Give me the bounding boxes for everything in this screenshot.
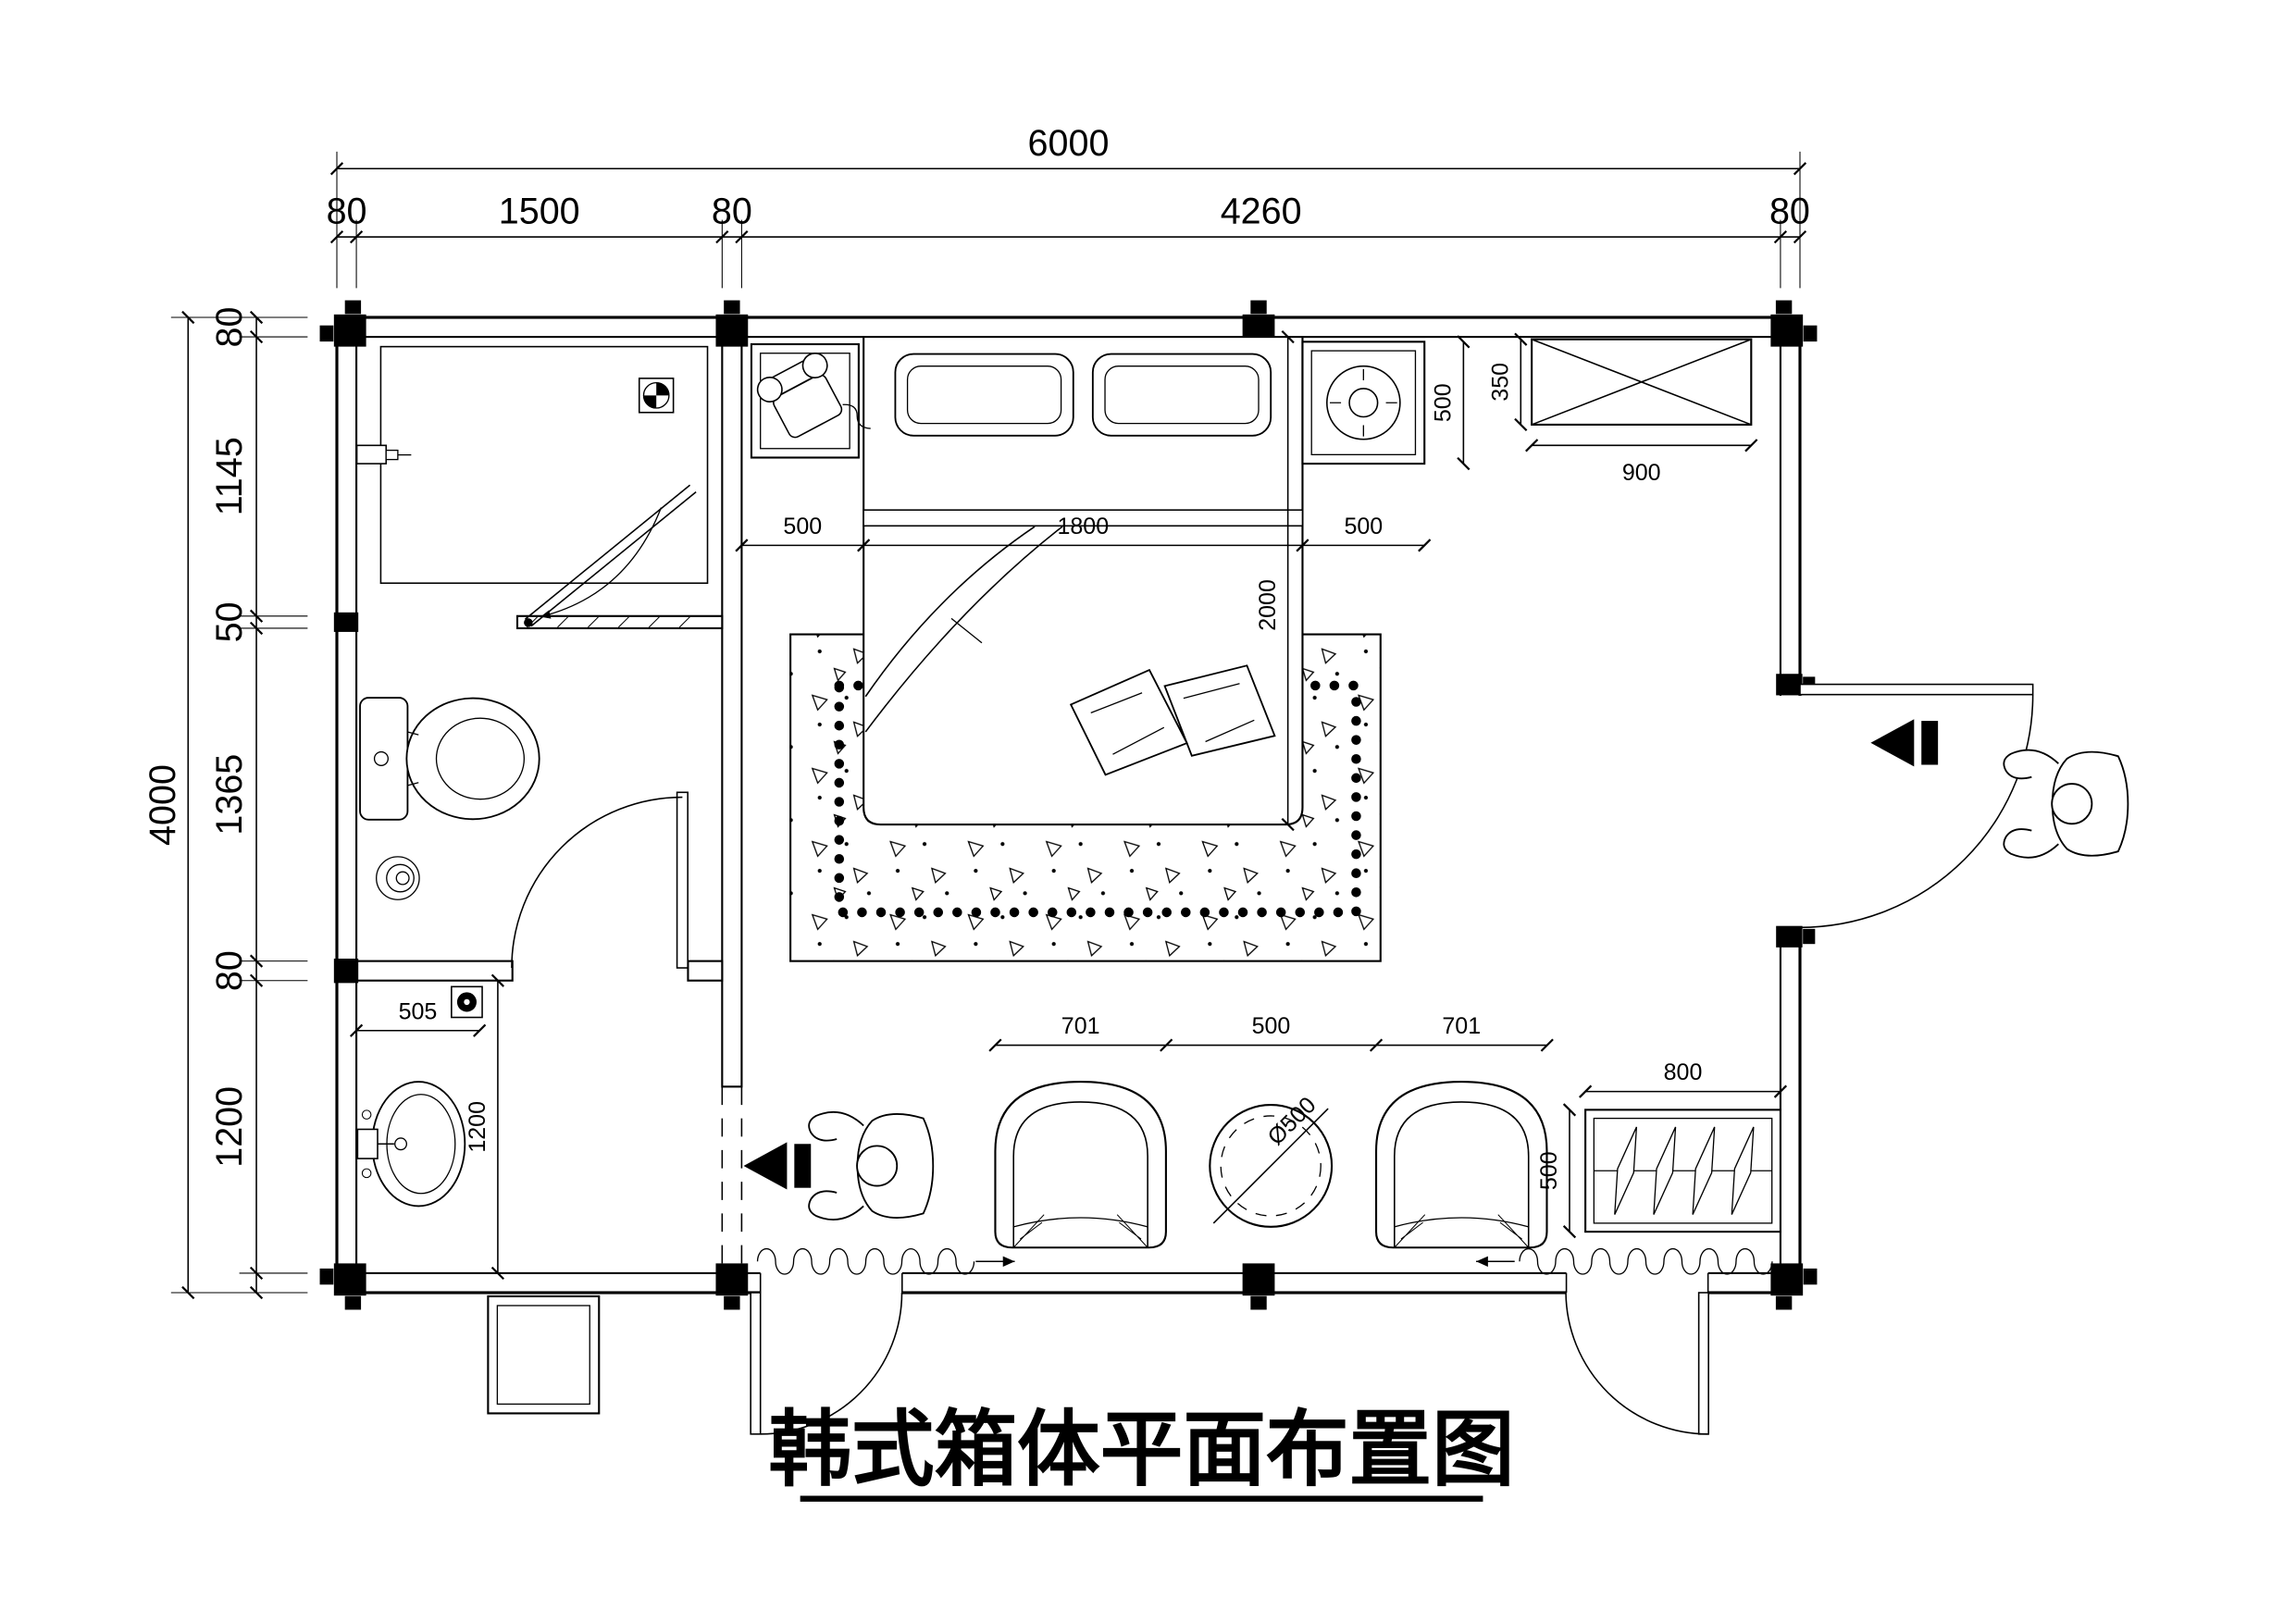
entry-arrow-right-icon [1870,719,1939,767]
bathroom-opening-dashed [721,1085,743,1273]
nightstand [1301,341,1426,465]
terrace-door-left [750,1292,903,1435]
shower-partition-wall [515,614,724,630]
dim-label: 4260 [1221,192,1302,232]
dim-label: 80 [209,307,250,348]
terrace-door-right [1565,1292,1709,1435]
dim-label: 80 [209,950,250,991]
floor-drain-icon [451,985,483,1019]
drawing-title: 韩式箱体平面布置图 [768,1403,1515,1502]
dim-label: 701 [1442,1013,1481,1039]
dim-label: 1200 [209,1086,250,1168]
sheet-band [863,509,1304,527]
dim-label: 1200 [465,1101,490,1153]
shower-mixer [355,444,412,465]
dim-label: 500 [783,514,822,539]
entry-door [1799,683,2034,929]
dim-label: 80 [327,192,367,232]
double-bed [863,336,1304,826]
dim-label: 1800 [1057,514,1109,539]
dim-label: 80 [712,192,752,232]
page-title: 韩式箱体平面布置图 [768,1403,1514,1495]
hanger-icon [1614,1126,1638,1215]
terrace-door-opening-right [1566,1266,1708,1303]
outdoor-unit [487,1295,601,1415]
door-jamb-caps [759,1272,1709,1293]
telephone-icon [756,353,871,439]
person-figure-outside [2003,749,2129,859]
dim-label: 701 [1061,1013,1100,1039]
dim-label: 800 [1664,1059,1703,1085]
phone-stand [750,342,871,459]
wash-basin [356,1081,466,1208]
shower-glass-door [524,484,697,627]
hanger-icon [1731,1126,1755,1215]
dim-label: 500 [1344,514,1383,539]
pillow-left [894,353,1074,437]
dim-label: 1145 [209,437,250,515]
curtain-left [756,1247,1015,1275]
extension-lines-left [170,316,308,1294]
dim-label: 500 [1536,1151,1562,1190]
dim-label: 505 [399,998,438,1024]
shower-tray [379,345,709,585]
entry-door-opening [1773,695,1810,927]
toilet-partition-right [687,960,724,982]
terrace-door-opening-left [760,1266,902,1303]
bathroom-partition-wall [721,336,743,1088]
lamp-icon [1326,365,1401,440]
dim-left-total: 4000 [143,764,183,846]
pillow-right [1091,353,1272,437]
toilet-door [511,791,689,969]
person-figure-inside [808,1110,935,1221]
spiral-floor-drain-icon [376,856,420,900]
wardrobe [1584,1109,1781,1233]
rug-scallop-border [834,680,1361,918]
toilet [359,697,540,821]
curtain-right [1476,1247,1773,1275]
dim-label: 1365 [209,754,250,836]
dim-label: 2000 [1255,579,1281,631]
dim-label: 350 [1487,363,1513,402]
toilet-partition-left [355,960,514,982]
bathroom [355,345,709,1415]
faucet-icon [356,1128,379,1159]
dim-label: 80 [1769,192,1810,232]
armchair-right [1374,1081,1548,1249]
dim-label: 900 [1622,460,1661,486]
hanger-icon [1692,1126,1716,1215]
shower-floor-drain-icon [638,378,675,414]
tv-cabinet [1531,338,1753,426]
dim-label: 500 [1252,1013,1291,1039]
dim-label: 500 [1431,383,1457,422]
entry-arrow-bathroom-icon [743,1142,812,1190]
armchair-left [994,1081,1167,1249]
extension-lines-top [336,151,1801,289]
dim-top-total: 6000 [1028,123,1110,164]
doors [750,683,2034,1435]
dim-label: 50 [209,601,250,642]
dim-label: 1500 [499,192,580,232]
hanger-icon [1653,1126,1677,1215]
bedroom [750,336,1781,1249]
round-table [1209,1104,1334,1228]
throw-cushions [1069,664,1276,776]
